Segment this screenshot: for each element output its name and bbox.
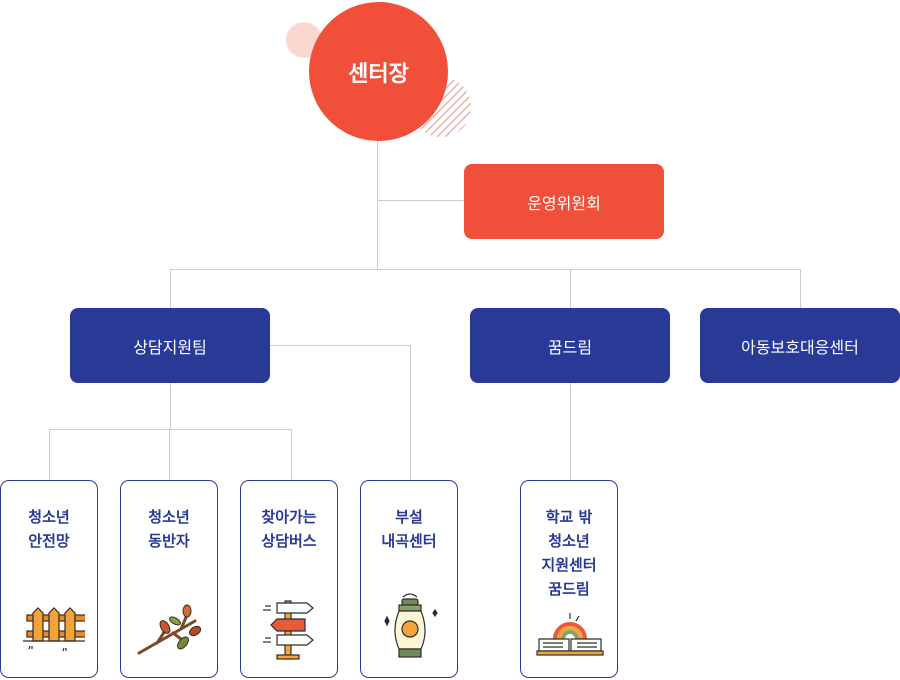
node-child-protection-label: 아동보호대응센터 [741,337,859,357]
node-counseling-team-label: 상담지원팀 [133,337,207,357]
node-committee-label: 운영위원회 [527,193,601,213]
card-title: 청소년 동반자 [121,505,217,553]
fence-icon [23,607,85,652]
lantern-icon [384,593,438,658]
card-title-line: 청소년 [28,508,70,526]
card-title-line: 찾아가는 [261,508,317,526]
card-out-of-school-center: 학교 밖 청소년 지원센터 꿈드림 [520,480,618,678]
node-dreamdream: 꿈드림 [470,308,670,383]
node-counseling-team: 상담지원팀 [70,308,270,383]
card-title-line: 내곡센터 [381,532,437,550]
card-title-line: 동반자 [148,532,190,550]
book-rainbow-icon [536,613,604,656]
card-title-line: 지원센터 [541,556,597,574]
card-title: 부설 내곡센터 [361,505,457,553]
node-director: 센터장 [309,2,448,141]
node-director-label: 센터장 [348,61,409,87]
card-title-line: 상담버스 [261,532,317,550]
card-title-line: 청소년 [548,532,590,550]
card-title-line: 청소년 [148,508,190,526]
card-title: 청소년 안전망 [1,505,97,553]
card-title-line: 꿈드림 [548,580,590,598]
card-naegok-center: 부설 내곡센터 [360,480,458,678]
card-title-line: 부설 [395,508,423,526]
signpost-icon [263,600,314,660]
branch-icon [137,604,202,655]
card-title-line: 안전망 [28,532,70,550]
card-title: 찾아가는 상담버스 [241,505,337,553]
card-title: 학교 밖 청소년 지원센터 꿈드림 [521,505,617,601]
node-child-protection: 아동보호대응센터 [700,308,900,383]
card-youth-safety-net: 청소년 안전망 [0,480,98,678]
node-committee: 운영위원회 [464,164,664,239]
card-outreach-bus: 찾아가는 상담버스 [240,480,338,678]
node-dreamdream-label: 꿈드림 [547,337,593,357]
card-title-line: 학교 밖 [545,508,593,526]
card-youth-companion: 청소년 동반자 [120,480,218,678]
